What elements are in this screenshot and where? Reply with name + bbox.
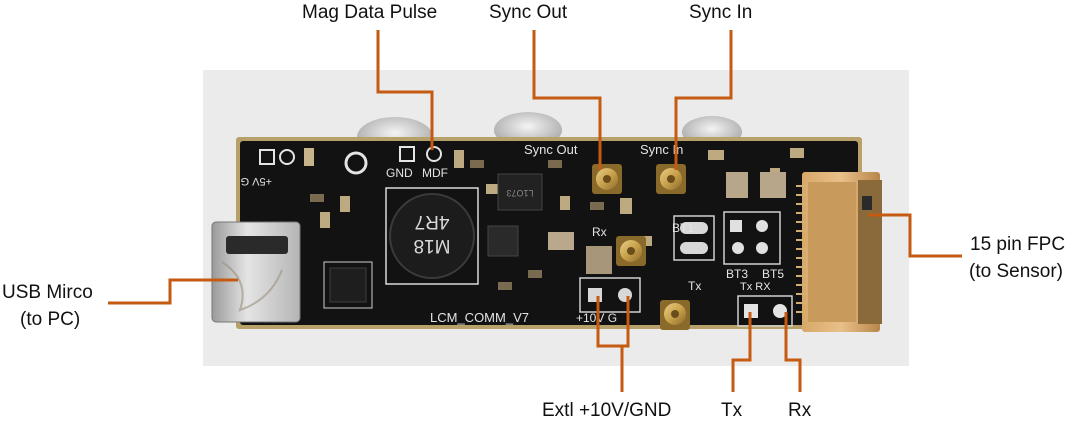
silk-gnd: GND [386,166,413,180]
pad-tx [744,304,758,318]
callout-usb-line2: (to PC) [20,309,81,330]
chip-outline [323,261,373,309]
callout-fpc-line2: (to Sensor) [969,261,1063,282]
silk-rx: Rx [592,225,607,239]
silk-5v: +5V G [241,175,273,187]
callout-sync-in: Sync In [689,2,753,23]
fpc-pins [796,185,808,313]
leader-mag-data-pulse [376,30,434,150]
regulator-ic [497,173,543,211]
pad-gnd [399,146,415,162]
inductor-outline [385,187,479,285]
bt1-switch [673,215,715,261]
usb-port-opening [226,236,288,254]
cap-2 [586,246,612,274]
power-outline [579,277,641,313]
leader-fpc [868,213,962,258]
silk-inductor-1: 4R7 [415,211,450,232]
callout-mag-data-pulse: Mag Data Pulse [302,2,438,23]
leader-ext-power [596,296,624,392]
ufl-sync-out [592,164,622,194]
leader-rx [784,312,802,392]
silk-board-name: LCM_COMM_V7 [430,310,529,325]
small-ic [487,225,519,257]
cap-3 [726,172,748,198]
leader-sync-out [532,30,602,170]
silk-ic: L1O73 [506,188,533,198]
callout-ext-power: Extl +10V/GND [542,400,672,421]
pad-gnd-power [618,288,632,302]
silk-inductor-2: M18 [414,235,451,256]
inductor [389,193,475,279]
silk-mdf: MDF [422,166,448,180]
ufl-rx [616,236,646,266]
silk-sync-out: Sync Out [524,142,578,157]
leader-ext-power-2 [622,296,630,348]
pad-square-1 [259,149,275,165]
callout-fpc-line1: 15 pin FPC [970,234,1066,255]
cap-1 [548,232,574,250]
callout-sync-out: Sync Out [489,2,568,23]
pad-mdf [426,146,442,162]
silk-bt5: BT5 [762,267,784,281]
silk-tx: Tx [688,279,701,293]
cap-4 [760,172,786,198]
callout-tx: Tx [721,400,743,421]
silk-sync-in: Sync In [640,142,683,157]
bt-pads [723,211,781,265]
ufl-tx [660,300,690,330]
pad-round-2 [344,151,368,175]
silk-bt3: BT3 [726,267,748,281]
callout-usb-line1: USB Mirco [2,282,93,303]
leader-lines [108,30,962,392]
qfn-ic [329,267,367,303]
leader-sync-in [674,30,733,170]
leader-usb [108,278,238,305]
silk-bt1: BT1 [672,221,694,235]
callout-rx: Rx [788,400,812,421]
pad-10v [588,288,602,302]
pad-round-1 [279,149,295,165]
pad-rx [773,304,787,318]
txrx-outline [737,295,793,327]
silk-tx-rx: Tx RX [740,281,771,293]
leader-tx [731,312,752,392]
ufl-sync-in [656,164,686,194]
